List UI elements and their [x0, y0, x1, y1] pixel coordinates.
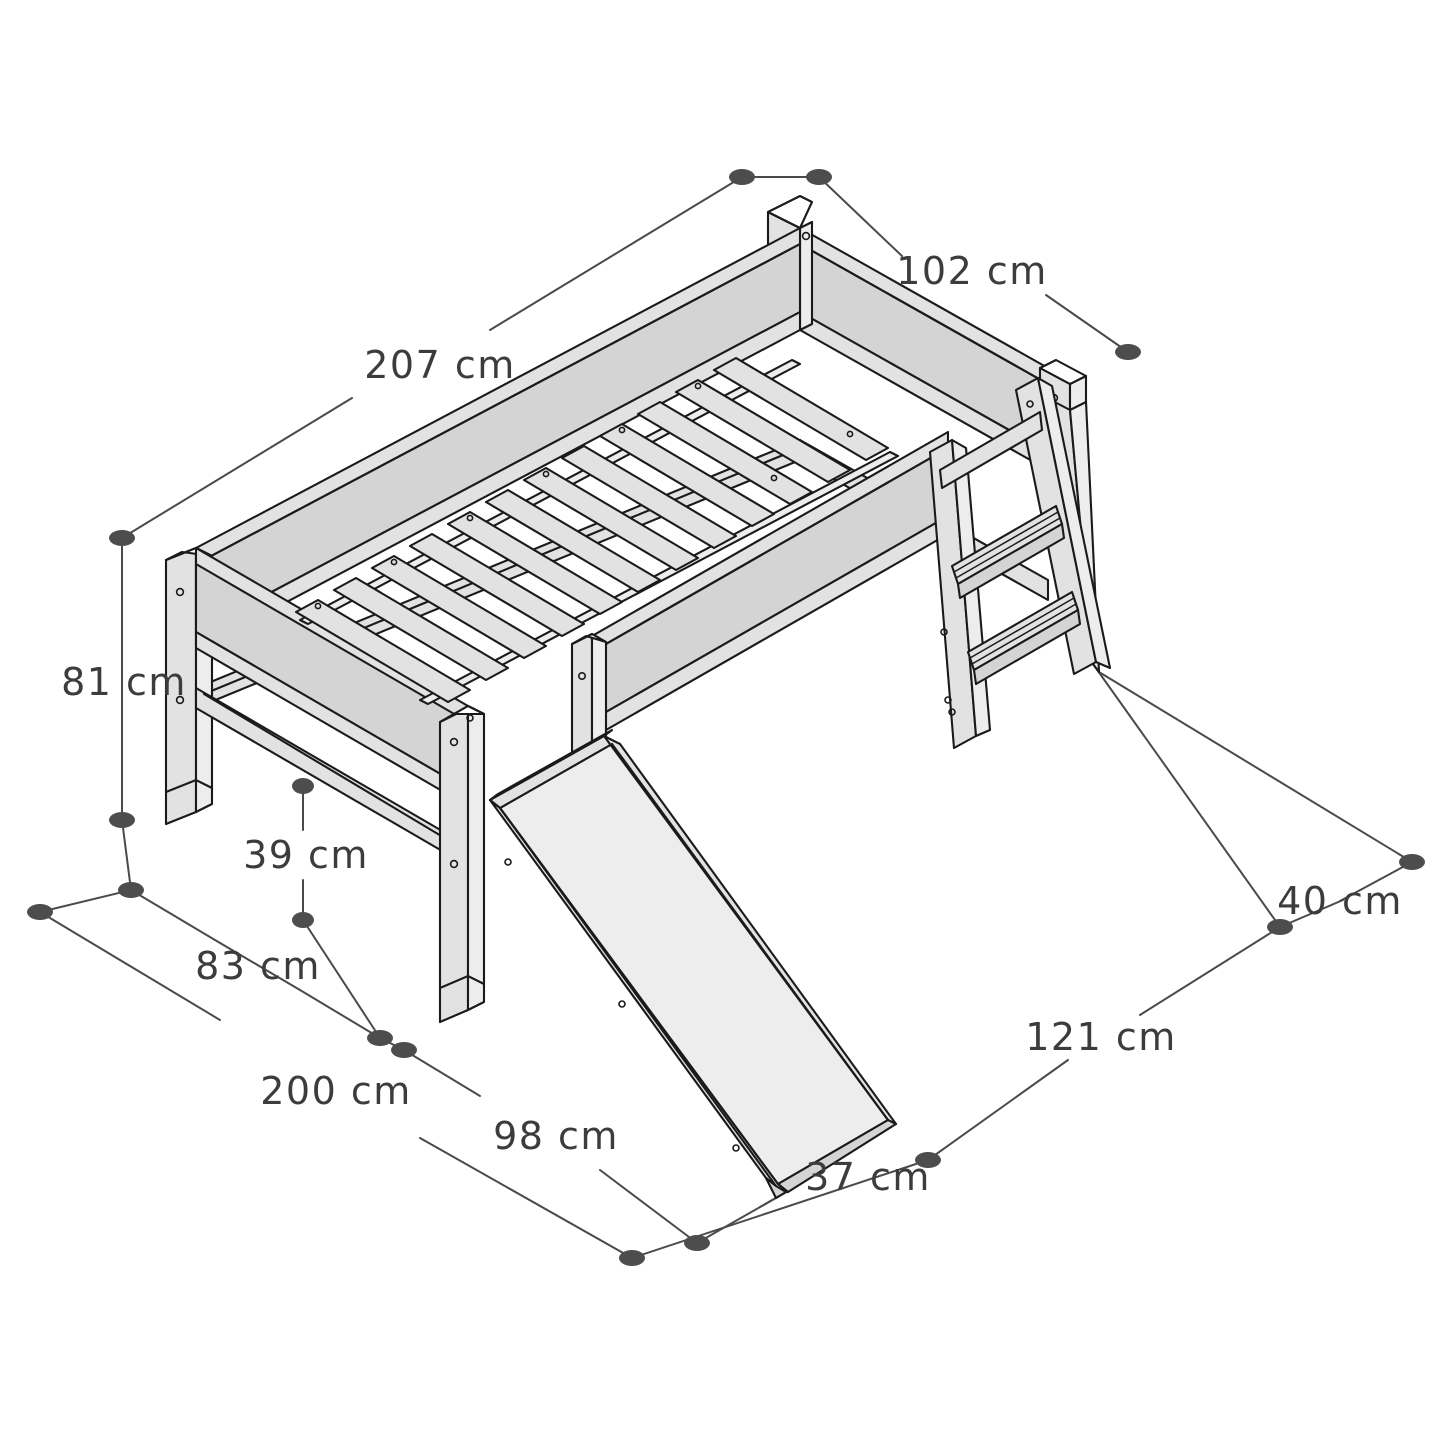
ladder: [928, 376, 1112, 750]
leg-near-right: [938, 460, 958, 570]
dimension-label-40cm: 40 cm: [1277, 879, 1403, 923]
dimension-label-83cm: 83 cm: [195, 944, 321, 988]
post-front-center: [570, 632, 608, 774]
dimension-label-200cm: 200 cm: [260, 1069, 412, 1113]
footboard-panel: [194, 546, 470, 868]
slide: [488, 728, 898, 1200]
dimension-lines: [39, 176, 1413, 1259]
dimension-label-102cm: 102 cm: [896, 249, 1048, 293]
side-rail-front: [590, 430, 950, 740]
dimension-label-207cm: 207 cm: [364, 343, 516, 387]
slat-group: [294, 356, 890, 704]
dimension-label-81cm: 81 cm: [61, 660, 187, 704]
dimension-label-39cm: 39 cm: [243, 833, 369, 877]
dimension-label-37cm: 37 cm: [805, 1155, 931, 1199]
dimension-label-98cm: 98 cm: [493, 1114, 619, 1158]
dimension-markers: [27, 169, 1425, 1266]
slat-base: [294, 356, 900, 706]
corner-post-near-middle: [438, 704, 486, 1024]
loft-bed-body: [164, 194, 1112, 1200]
dimension-label-121cm: 121 cm: [1025, 1015, 1177, 1059]
